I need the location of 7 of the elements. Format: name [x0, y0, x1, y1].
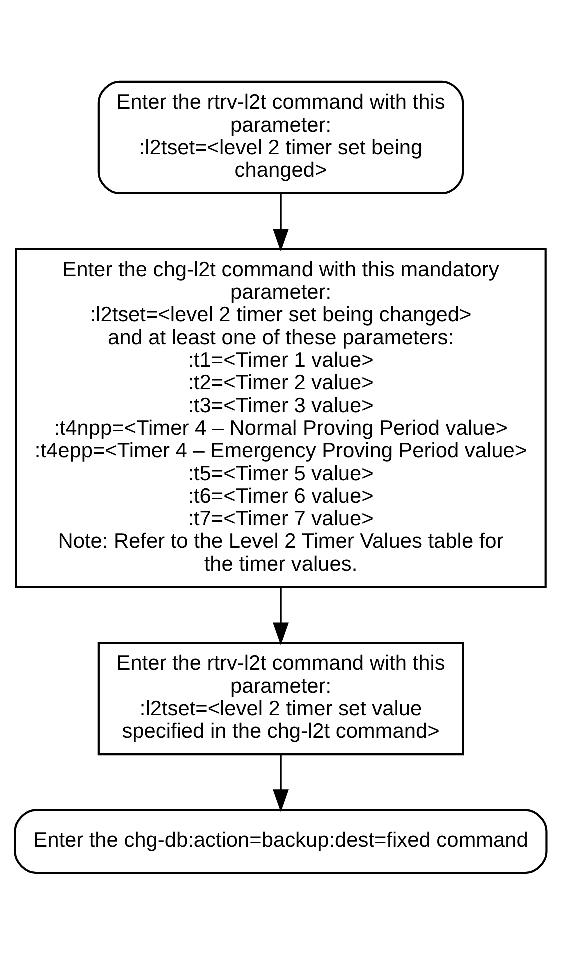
- node-box: Enter the rtrv-l2t command with this parameter: :l2tset=<level 2 timer set being changed>: [98, 80, 464, 194]
- arrow: [273, 754, 289, 812]
- node-box: Enter the rtrv-l2t command with this parameter: :l2tset=<level 2 timer set value specified in the chg-l2t command>: [98, 641, 464, 756]
- arrow: [273, 587, 289, 645]
- node-box: Enter the chg-db:action=backup:dest=fixed command: [14, 808, 548, 874]
- arrow: [273, 193, 289, 252]
- node-box: Enter the chg-l2t command with this mandatory parameter: :l2tset=<level 2 timer set being changed> and at least one of these parameters: :t1=<Timer 1 value> :t2=<Timer 2 value> :t3=<Timer 3 value> :t4npp=<Timer 4 – Normal Proving Period value> :t4epp=<Timer 4 – Emergency Proving Period value> :t5=<Timer 5 value> :t6=<Timer 6 value> :t7=<Timer 7 value> Note: Refer to the Level 2 Timer Values table for the timer values.: [15, 248, 547, 588]
